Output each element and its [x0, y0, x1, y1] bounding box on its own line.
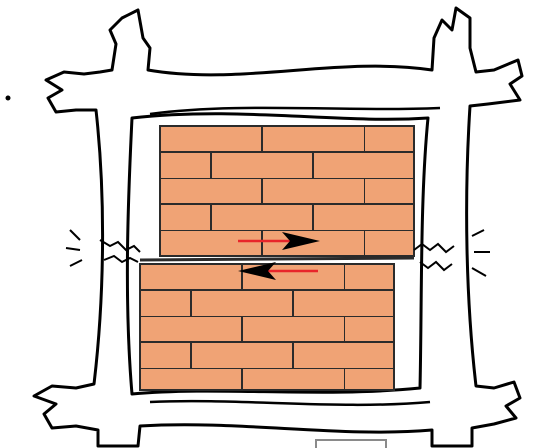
lower-brick-panel	[139, 263, 395, 391]
stray-dot	[5, 95, 11, 101]
bottom-partial-box	[315, 439, 387, 448]
frame-outline	[32, 6, 524, 448]
arrow-left-icon	[238, 262, 318, 280]
frame-inner-contour	[149, 106, 441, 407]
crack-icon	[413, 229, 490, 277]
concrete-frame	[32, 6, 524, 448]
crack-icon	[65, 229, 141, 267]
sliding-plane	[139, 256, 415, 262]
arrow-right-icon	[238, 232, 320, 250]
